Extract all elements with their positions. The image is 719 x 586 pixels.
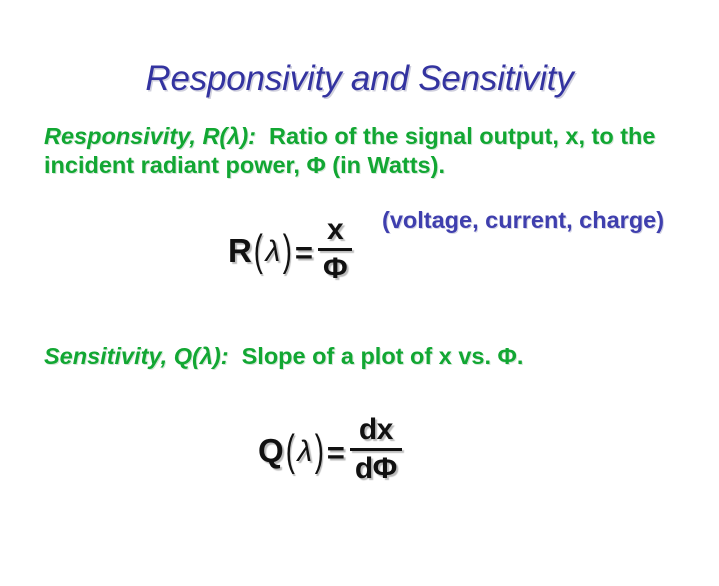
equation-sensitivity-denominator: dΦ	[354, 452, 397, 485]
fraction-bar-icon	[318, 248, 353, 251]
equation-responsivity-close-paren: )	[282, 226, 292, 276]
equation-responsivity: R(λ) = x Φ	[228, 213, 353, 285]
equation-responsivity-numerator: x	[327, 213, 344, 246]
responsivity-term: Responsivity, R(λ):	[44, 123, 256, 149]
equation-sensitivity-equals-sign: =	[326, 434, 345, 470]
sensitivity-term: Sensitivity, Q(λ):	[44, 343, 229, 369]
equation-sensitivity-symbol: Q	[258, 432, 284, 469]
equation-sensitivity-close-paren: )	[314, 426, 324, 476]
responsivity-definition-paragraph: Responsivity, R(λ): Ratio of the signal …	[44, 122, 694, 180]
equation-responsivity-lhs: R(λ)	[228, 226, 294, 276]
responsivity-units-annotation: (voltage, current, charge)	[382, 207, 665, 233]
equation-responsivity-denominator: Φ	[323, 252, 348, 285]
equation-sensitivity-lhs: Q(λ)	[258, 426, 326, 476]
equation-responsivity-variable: λ	[265, 234, 281, 268]
equation-sensitivity-numerator: dx	[358, 413, 394, 446]
sensitivity-definition-paragraph: Sensitivity, Q(λ): Slope of a plot of x …	[44, 342, 694, 371]
equation-sensitivity: Q(λ) = dx dΦ	[258, 413, 402, 485]
responsivity-definition-text: Ratio of the signal output, x, to the in…	[44, 123, 656, 178]
equation-responsivity-symbol: R	[228, 232, 252, 269]
fraction-bar-icon	[349, 448, 402, 451]
equation-sensitivity-open-paren: (	[285, 426, 295, 476]
equation-sensitivity-variable: λ	[297, 434, 312, 468]
equation-responsivity-fraction: x Φ	[318, 213, 353, 285]
page-title: Responsivity and Sensitivity	[145, 59, 574, 98]
sensitivity-definition-text: Slope of a plot of x vs. Φ.	[241, 343, 524, 369]
equation-responsivity-open-paren: (	[254, 226, 263, 276]
equation-responsivity-equals-sign: =	[294, 234, 314, 270]
equation-sensitivity-fraction: dx dΦ	[349, 413, 402, 485]
